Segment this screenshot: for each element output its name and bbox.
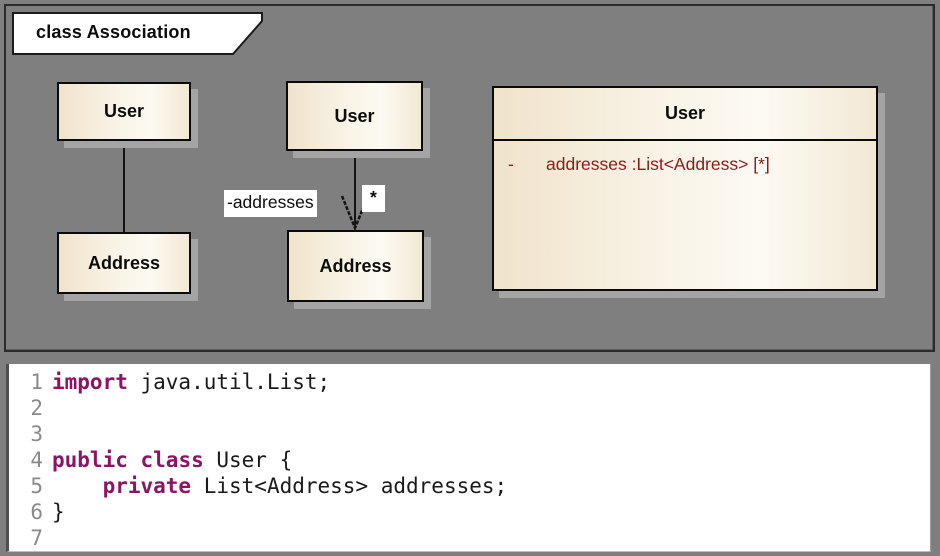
class-node-user-detailed[interactable]: User - addresses :List<Address> [*] [492, 86, 878, 291]
line-number: 5 [30, 474, 43, 498]
frame-tab-polygon [12, 12, 263, 55]
class-node-user-1[interactable]: User [57, 82, 191, 141]
line-number: 3 [30, 422, 43, 446]
code-text: } [43, 499, 65, 525]
class-node-address-1[interactable]: Address [57, 232, 191, 294]
code-text: private List<Address> addresses; [43, 473, 508, 499]
line-number: 4 [30, 448, 43, 472]
class-node-label: User [334, 105, 375, 126]
code-text: import java.util.List; [43, 369, 330, 395]
class-attributes-compartment: - addresses :List<Address> [*] [494, 141, 876, 175]
code-text [43, 421, 52, 447]
class-node-label: User [103, 101, 145, 121]
class-name-label: User [664, 103, 706, 123]
association-role-label[interactable]: -addresses [224, 190, 317, 217]
code-plain: User { [203, 448, 293, 472]
code-line: 3 [9, 421, 930, 447]
code-text [43, 525, 52, 551]
code-plain: List<Address> addresses; [191, 474, 508, 498]
line-number: 2 [30, 396, 43, 420]
code-keyword: public [52, 448, 128, 472]
class-node-address-2[interactable]: Address [287, 230, 424, 302]
line-number: 7 [30, 526, 43, 550]
code-plain: java.util.List; [127, 370, 331, 394]
code-line: 5 private List<Address> addresses; [9, 473, 930, 499]
line-number: 1 [30, 370, 43, 394]
code-line: 6} [9, 499, 930, 525]
class-node-user-2[interactable]: User [286, 81, 423, 151]
class-node-label: Address [87, 252, 161, 273]
line-number: 6 [30, 500, 43, 524]
code-keyword: class [140, 448, 204, 472]
code-keyword: private [102, 474, 192, 498]
attribute-visibility: - [508, 154, 514, 174]
code-line: 7 [9, 525, 930, 551]
code-keyword: import [52, 370, 128, 394]
frame-tab-label: class Association [36, 22, 191, 42]
code-text [43, 395, 52, 421]
frame-tab [12, 12, 263, 55]
attribute-text: addresses :List<Address> [*] [546, 154, 770, 174]
association-multiplicity-label[interactable]: * [362, 185, 385, 212]
class-header: User [494, 88, 876, 141]
code-plain: } [52, 500, 65, 524]
class-node-label: Address [319, 255, 392, 276]
code-line: 2 [9, 395, 930, 421]
code-plain [52, 474, 103, 498]
code-text: public class User { [43, 447, 292, 473]
code-plain [128, 448, 141, 472]
